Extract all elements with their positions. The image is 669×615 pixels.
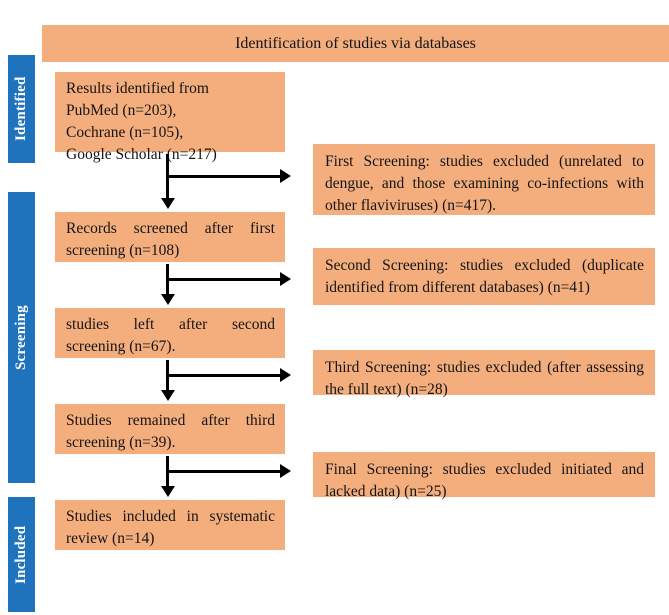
flow-box-screened-first-label: Records screened after first screening (… (66, 220, 275, 259)
stage-tab-included: Included (8, 497, 35, 612)
flow-box-included-review-label: Studies included in systematic review (n… (66, 508, 275, 547)
flow-box-identified-results-line1: Results identified from (66, 80, 209, 97)
flow-box-identified-results-line3: Cochrane (n=105), (66, 124, 184, 141)
connector-3-arrow-right-icon (280, 368, 291, 382)
flow-box-screened-first: Records screened after first screening (… (55, 212, 285, 262)
flow-box-left-second: studies left after second screening (n=6… (55, 308, 285, 358)
connector-second-to-third (160, 360, 316, 404)
connector-2-arrow-right-icon (280, 272, 291, 286)
header-banner: Identification of studies via databases (42, 25, 669, 62)
flow-box-left-second-label: studies left after second screening (n=6… (66, 316, 275, 355)
connector-4-vertical-line (166, 456, 169, 486)
connector-4-horizontal-line (169, 470, 280, 473)
connector-4-arrow-down-icon (160, 486, 175, 497)
exclusion-box-final-screening: Final Screening: studies excluded initia… (313, 452, 655, 500)
flow-box-included-review: Studies included in systematic review (n… (55, 500, 285, 550)
connector-1-horizontal-line (169, 175, 280, 178)
connector-screened-to-second (160, 264, 316, 308)
connector-identified-to-screened (160, 154, 316, 212)
stage-tab-included-label: Included (13, 525, 29, 584)
exclusion-box-final-screening-label: Final Screening: studies excluded initia… (325, 461, 644, 500)
connector-3-horizontal-line (169, 374, 280, 377)
connector-3-vertical-line (166, 360, 169, 390)
connector-1-arrow-right-icon (280, 169, 291, 183)
connector-3-arrow-down-icon (160, 390, 175, 401)
connector-1-vertical-line (166, 154, 169, 198)
connector-2-arrow-down-icon (160, 294, 175, 305)
flow-box-remained-third-label: Studies remained after third screening (… (66, 412, 275, 451)
exclusion-box-first-screening-label: First Screening: studies excluded (unrel… (325, 153, 644, 214)
connector-third-to-included (160, 456, 316, 500)
stage-tab-screening-label: Screening (13, 305, 29, 370)
flow-box-identified-results: Results identified from PubMed (n=203), … (55, 72, 285, 163)
exclusion-box-third-screening: Third Screening: studies excluded (after… (313, 350, 655, 398)
stage-tab-identified-label: Identified (13, 76, 29, 142)
stage-tab-screening: Screening (8, 192, 35, 483)
connector-2-horizontal-line (169, 278, 280, 281)
exclusion-box-second-screening-label: Second Screening: studies excluded (dupl… (325, 257, 644, 296)
connector-1-arrow-down-icon (160, 198, 175, 209)
exclusion-box-second-screening: Second Screening: studies excluded (dupl… (313, 248, 655, 305)
connector-4-arrow-right-icon (280, 464, 291, 478)
connector-2-vertical-line (166, 264, 169, 294)
flow-box-identified-results-line2: PubMed (n=203), (66, 102, 177, 119)
stage-tab-identified: Identified (8, 55, 35, 163)
exclusion-box-first-screening: First Screening: studies excluded (unrel… (313, 144, 655, 215)
exclusion-box-third-screening-label: Third Screening: studies excluded (after… (325, 359, 644, 398)
flow-box-identified-results-line4: Google Scholar (n=217) (66, 146, 217, 163)
flow-box-remained-third: Studies remained after third screening (… (55, 404, 285, 454)
header-banner-label: Identification of studies via databases (235, 34, 476, 52)
